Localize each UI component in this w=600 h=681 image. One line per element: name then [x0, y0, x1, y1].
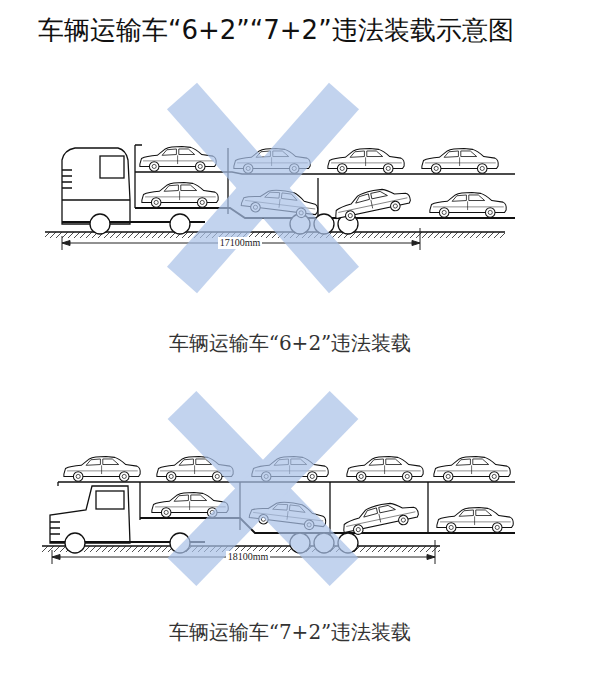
cars-6-2	[140, 147, 506, 224]
cab-window	[100, 156, 124, 178]
wheel	[90, 214, 110, 234]
prohibition-cross	[182, 405, 344, 572]
ground-hatch	[45, 232, 505, 238]
car	[64, 457, 140, 482]
wheel	[170, 214, 190, 234]
prohibition-cross	[182, 96, 344, 280]
dimension-label: 17100mm	[218, 237, 263, 249]
figure-caption: 车辆运输车“7+2”违法装载	[169, 621, 412, 644]
dimension-label: 18100mm	[226, 551, 271, 563]
truck-cab	[62, 148, 130, 224]
car	[434, 457, 510, 482]
car	[142, 183, 218, 208]
cab-grille	[62, 170, 130, 200]
truck-cab	[50, 486, 130, 543]
cab-grille	[50, 522, 60, 534]
car	[347, 457, 423, 482]
car	[437, 508, 513, 533]
car	[340, 497, 420, 537]
cab-window	[96, 491, 124, 509]
wheel	[65, 533, 85, 553]
car	[328, 149, 404, 174]
figure-caption: 车辆运输车“6+2”违法装载	[169, 332, 412, 355]
car	[332, 183, 412, 223]
diagram-title: 车辆运输车“6+2”“7+2”违法装载示意图	[38, 16, 514, 46]
upper-deck	[135, 172, 515, 174]
dimension-line	[52, 540, 435, 564]
car	[422, 149, 498, 174]
car	[430, 193, 506, 218]
